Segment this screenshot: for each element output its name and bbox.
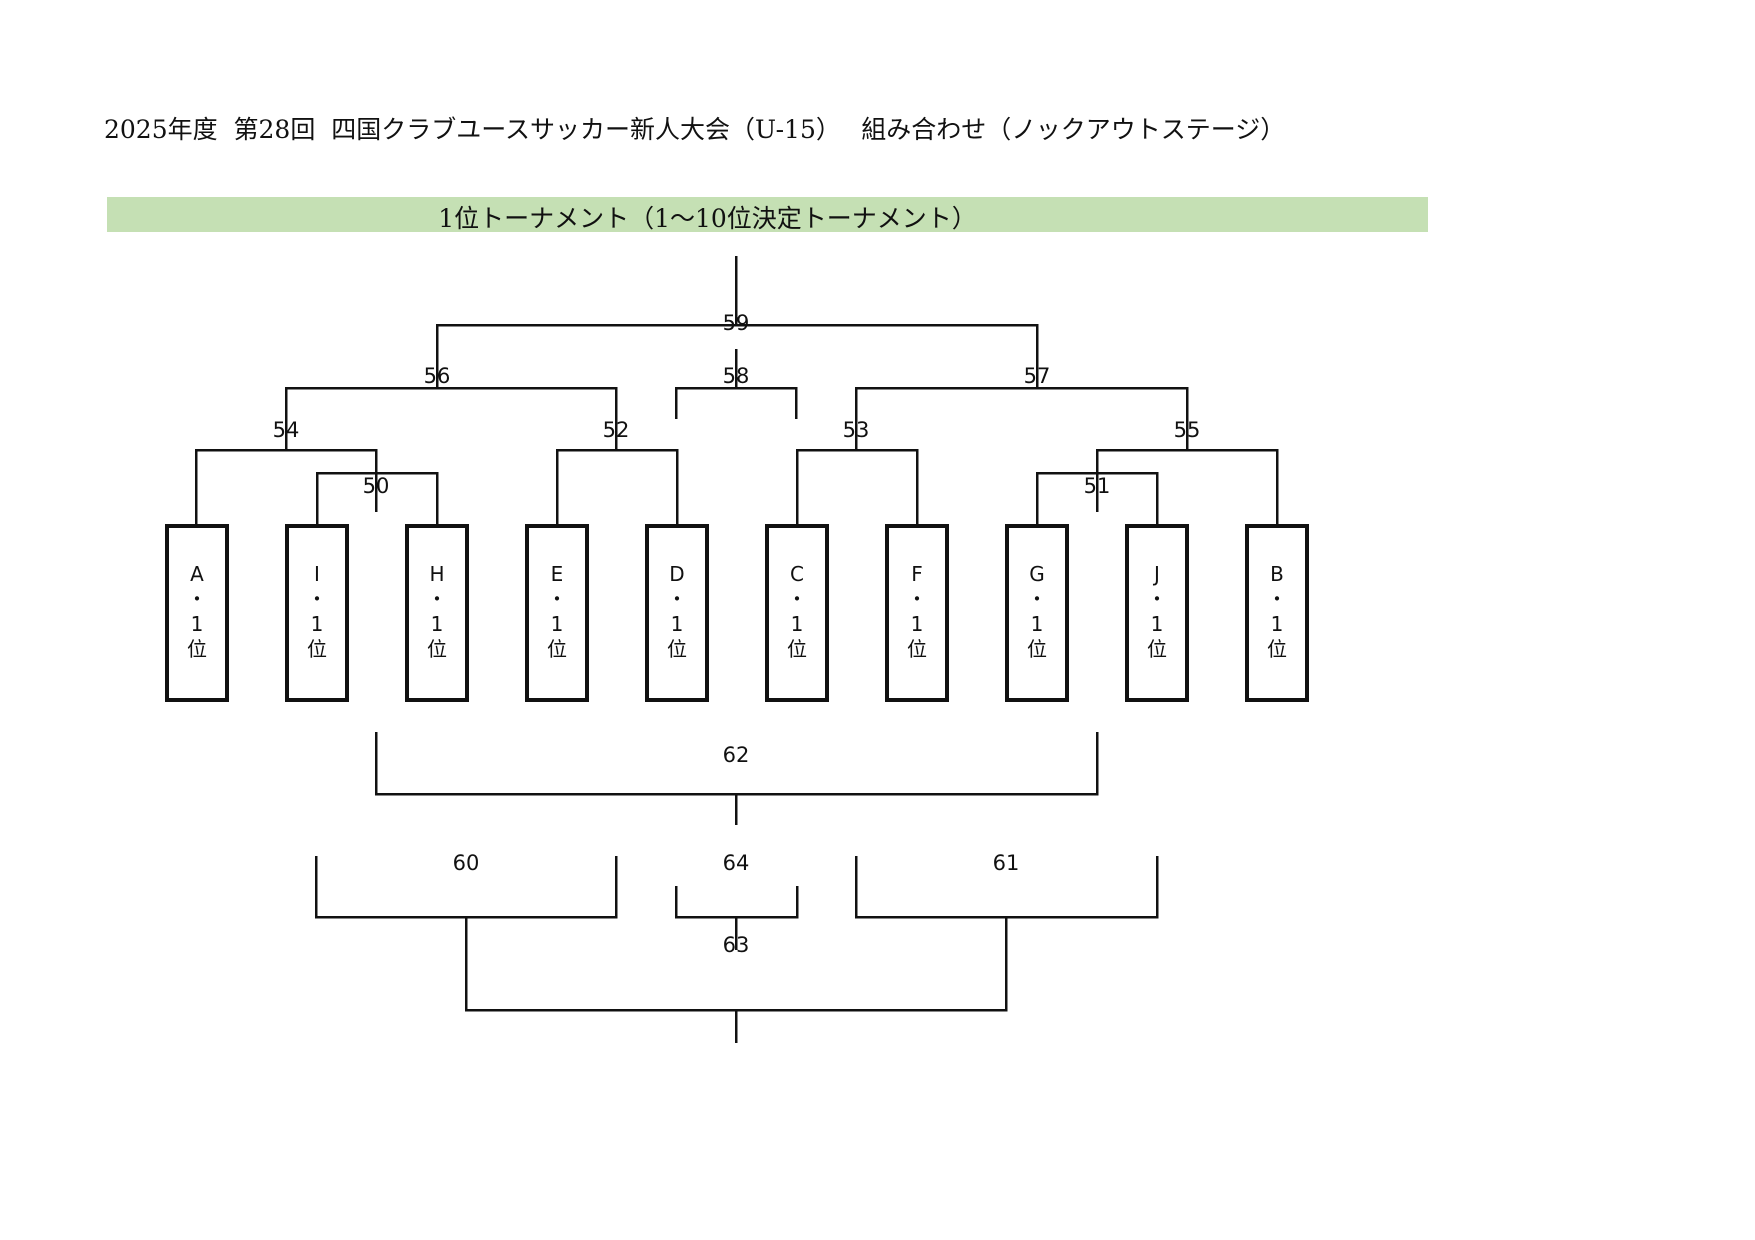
bracket-line-53 [795, 448, 919, 524]
bracket-line-50 [315, 471, 439, 524]
team-group: C [790, 562, 804, 586]
team-box-f: F ・ 1 位 [885, 524, 949, 702]
bracket-line-52 [555, 448, 679, 524]
team-rank: 1 [550, 612, 564, 636]
team-rank: 1 [910, 612, 924, 636]
team-rank-suffix: 位 [1267, 637, 1287, 661]
team-rank-suffix: 位 [1147, 637, 1167, 661]
tournament-banner-label: 1位トーナメント（1〜10位決定トーナメント） [438, 204, 977, 233]
team-separator: ・ [667, 587, 687, 611]
bracket-line-51 [1035, 471, 1159, 524]
team-separator: ・ [907, 587, 927, 611]
team-separator: ・ [547, 587, 567, 611]
team-rank: 1 [190, 612, 204, 636]
team-box-c: C ・ 1 位 [765, 524, 829, 702]
team-box-b: B ・ 1 位 [1245, 524, 1309, 702]
bracket-line-55 [1095, 448, 1279, 524]
bracket-line-59 [435, 323, 1039, 388]
match-label-58: 58 [723, 364, 750, 388]
team-group: B [1270, 562, 1284, 586]
team-rank-suffix: 位 [667, 637, 687, 661]
match-label-61: 61 [993, 851, 1020, 875]
match-label-59: 59 [723, 311, 750, 335]
team-rank: 1 [1270, 612, 1284, 636]
team-group: A [190, 562, 204, 586]
tournament-banner: 1位トーナメント（1〜10位決定トーナメント） [107, 197, 1428, 233]
team-separator: ・ [1267, 587, 1287, 611]
match-label-54: 54 [273, 418, 300, 442]
team-group: J [1154, 562, 1160, 586]
match-label-63: 63 [723, 933, 750, 957]
bracket-line-56 [284, 386, 618, 450]
match-label-50: 50 [363, 474, 390, 498]
match-label-56: 56 [424, 364, 451, 388]
team-group: E [550, 562, 564, 586]
team-box-g: G ・ 1 位 [1005, 524, 1069, 702]
team-group: G [1029, 562, 1045, 586]
team-rank-suffix: 位 [547, 637, 567, 661]
team-group: H [429, 562, 445, 586]
team-rank-suffix: 位 [187, 637, 207, 661]
team-rank-suffix: 位 [427, 637, 447, 661]
match-label-55: 55 [1174, 418, 1201, 442]
team-rank: 1 [1150, 612, 1164, 636]
team-rank-suffix: 位 [307, 637, 327, 661]
match-label-52: 52 [603, 418, 630, 442]
team-rank-suffix: 位 [907, 637, 927, 661]
team-rank: 1 [790, 612, 804, 636]
team-separator: ・ [427, 587, 447, 611]
team-rank: 1 [310, 612, 324, 636]
team-box-j: J ・ 1 位 [1125, 524, 1189, 702]
match-label-51: 51 [1084, 474, 1111, 498]
team-box-e: E ・ 1 位 [525, 524, 589, 702]
match-label-62: 62 [723, 743, 750, 767]
team-separator: ・ [787, 587, 807, 611]
bracket-line-57 [854, 386, 1189, 450]
match-label-57: 57 [1024, 364, 1051, 388]
bracket-line-54 [194, 448, 378, 524]
match-label-53: 53 [843, 418, 870, 442]
team-box-h: H ・ 1 位 [405, 524, 469, 702]
bracket-line-58 [674, 386, 798, 419]
match-label-64: 64 [723, 851, 750, 875]
team-box-d: D ・ 1 位 [645, 524, 709, 702]
team-group: D [669, 562, 685, 586]
team-separator: ・ [307, 587, 327, 611]
team-group: F [911, 562, 923, 586]
team-box-a: A ・ 1 位 [165, 524, 229, 702]
team-box-i: I ・ 1 位 [285, 524, 349, 702]
team-rank: 1 [430, 612, 444, 636]
team-rank-suffix: 位 [1027, 637, 1047, 661]
team-separator: ・ [187, 587, 207, 611]
team-separator: ・ [1027, 587, 1047, 611]
match-label-60: 60 [453, 851, 480, 875]
team-rank: 1 [670, 612, 684, 636]
team-group: I [314, 562, 320, 586]
team-rank-suffix: 位 [787, 637, 807, 661]
team-rank: 1 [1030, 612, 1044, 636]
team-separator: ・ [1147, 587, 1167, 611]
bracket-line-64 [674, 886, 799, 919]
page-title: 2025年度 第28回 四国クラブユースサッカー新人大会（U-15） 組み合わせ… [104, 115, 1286, 144]
